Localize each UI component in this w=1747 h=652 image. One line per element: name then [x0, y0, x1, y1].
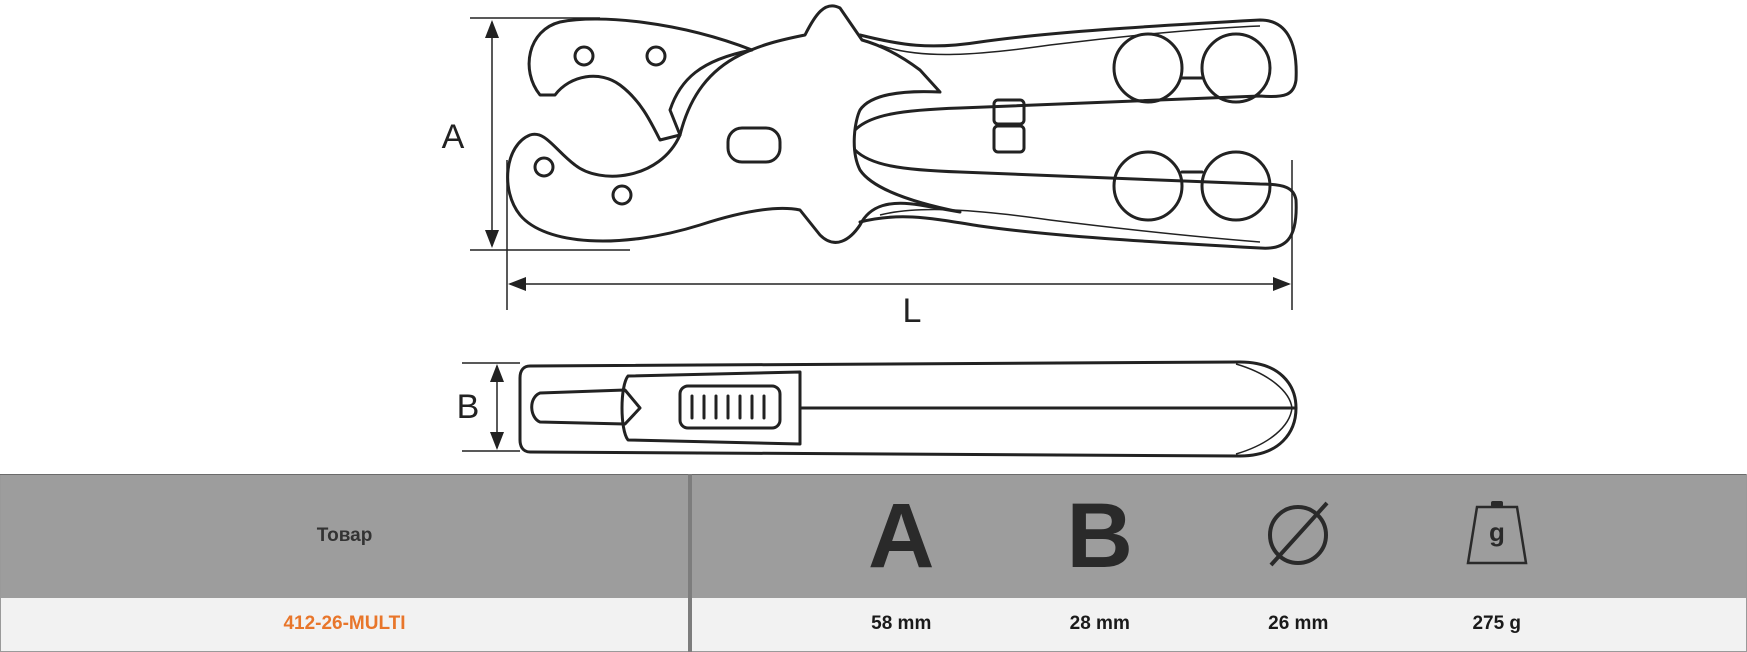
dimension-a-label: A — [442, 118, 465, 156]
product-code-link[interactable]: 412-26-MULTI — [283, 613, 406, 635]
cell-weight: 275 g — [1397, 597, 1596, 652]
weight-icon: g — [1466, 500, 1528, 564]
value-b: 28 mm — [1069, 613, 1130, 635]
cutter-top-view: A L — [442, 4, 1298, 330]
tool-technical-drawing: A L B — [442, 4, 1298, 458]
dimension-b-label: B — [457, 388, 480, 426]
header-a: A — [802, 474, 1001, 598]
diameter-icon — [1268, 501, 1329, 567]
value-a: 58 mm — [871, 613, 932, 635]
dimension-l-label: L — [903, 292, 922, 330]
header-a-label: A — [868, 485, 935, 588]
header-weight: g — [1397, 474, 1596, 598]
header-b: B — [1000, 474, 1199, 598]
spec-table: Товар A B g 412-26-MULTI — [0, 474, 1747, 652]
value-weight: 275 g — [1472, 613, 1522, 635]
header-product-label: Товар — [316, 525, 373, 547]
cell-a: 58 mm — [802, 597, 1001, 652]
header-b-label: B — [1066, 485, 1133, 588]
header-diameter — [1199, 474, 1398, 598]
cutter-side-view: B — [457, 360, 1298, 458]
table-header-row: Товар A B g — [0, 474, 1747, 598]
table-row: 412-26-MULTI 58 mm 28 mm 26 mm 275 g — [0, 597, 1747, 652]
cell-diameter: 26 mm — [1199, 597, 1398, 652]
weight-icon-glyph: g — [1489, 517, 1505, 547]
cell-b: 28 mm — [1000, 597, 1199, 652]
header-product: Товар — [0, 474, 692, 598]
value-diameter: 26 mm — [1268, 613, 1329, 635]
cell-product: 412-26-MULTI — [0, 597, 692, 652]
